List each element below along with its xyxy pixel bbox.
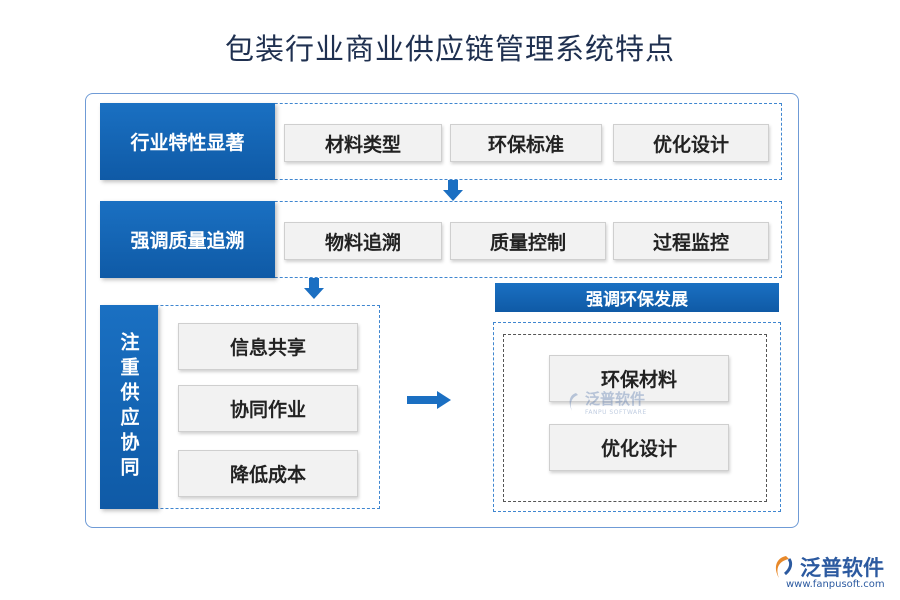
right-item-optimize-design: 优化设计 [549,424,729,471]
brand-logo[interactable]: 泛普软件 [770,552,884,582]
watermark-sub: FANPU SOFTWARE [585,409,647,416]
fanpu-logo-icon [775,556,793,578]
row1-item-optimize-design: 优化设计 [613,124,769,162]
row2-item-material-trace: 物料追溯 [284,222,442,260]
right-item-eco-material: 环保材料 [549,355,729,402]
right-group-frame [493,322,781,512]
row1-label: 行业特性显著 [100,103,275,180]
left-item-reduce-cost: 降低成本 [178,450,358,497]
left-group-label: 注重供应协同 [100,305,158,509]
watermark-text: 泛普软件 [585,390,646,408]
left-item-info-share: 信息共享 [178,323,358,370]
down-arrow-icon [304,278,324,299]
diagram-frame [85,93,799,528]
fanpu-watermark-icon [569,393,578,411]
page-title: 包装行业商业供应链管理系统特点 [224,32,675,66]
row2-item-process-monitor: 过程监控 [613,222,769,260]
brand-name: 泛普软件 [800,556,884,580]
row2-label: 强调质量追溯 [100,201,275,278]
row1-item-eco-standard: 环保标准 [450,124,602,162]
right-group-label: 强调环保发展 [495,283,779,312]
watermark: 泛普软件 FANPU SOFTWARE [566,388,647,416]
row1-item-materials: 材料类型 [284,124,442,162]
right-arrow-icon [407,391,451,409]
left-item-collab-work: 协同作业 [178,385,358,432]
down-arrow-icon [443,180,463,201]
brand-site[interactable]: www.fanpusoft.com [786,579,885,590]
row2-item-quality-control: 质量控制 [450,222,606,260]
right-group-inner-frame [503,334,767,502]
